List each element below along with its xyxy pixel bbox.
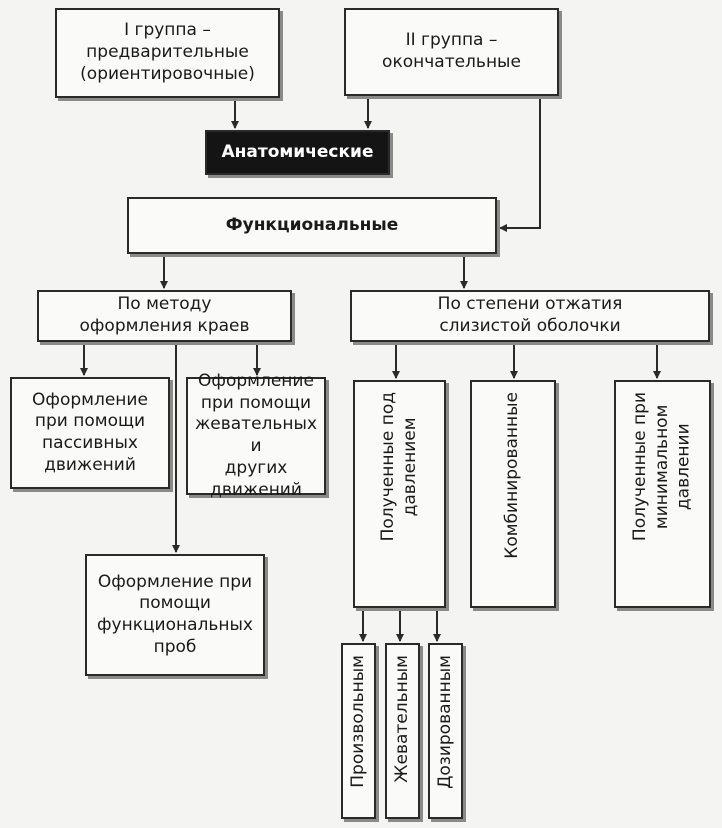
dosed-label: Дозированным <box>434 655 455 789</box>
minimal-pressure-box: Полученные при минимальном давлении <box>614 380 711 608</box>
under-pressure-box: Полученные под давлением <box>353 380 446 608</box>
minimal-pressure-label: Полученные при минимальном давлении <box>629 392 694 542</box>
functional-box: Функциональные <box>127 197 497 254</box>
under-pressure-label: Полученные под давлением <box>377 392 420 542</box>
functional-tests-box: Оформление при помощи функциональных про… <box>85 554 265 676</box>
chewing-movements-box: Оформление при помощи жевательных и друг… <box>186 371 326 500</box>
group2-box: II группа – окончательные <box>344 8 559 96</box>
chewing-label: Жевательным <box>391 655 412 783</box>
arbitrary-label: Произвольным <box>347 655 368 788</box>
chewing-box: Жевательным <box>385 643 420 819</box>
edge-method-box: По методу оформления краев <box>37 290 292 342</box>
arbitrary-box: Произвольным <box>341 643 376 819</box>
anatomical-box: Анатомические <box>205 130 390 175</box>
group1-box: I группа – предварительные (ориентировоч… <box>55 8 280 98</box>
compression-degree-box: По степени отжатия слизистой оболочки <box>350 290 710 342</box>
passive-movements-box: Оформление при помощи пассивных движений <box>10 377 170 489</box>
combined-box: Комбинированные <box>470 380 556 608</box>
combined-label: Комбинированные <box>502 392 523 559</box>
dosed-box: Дозированным <box>428 643 463 819</box>
